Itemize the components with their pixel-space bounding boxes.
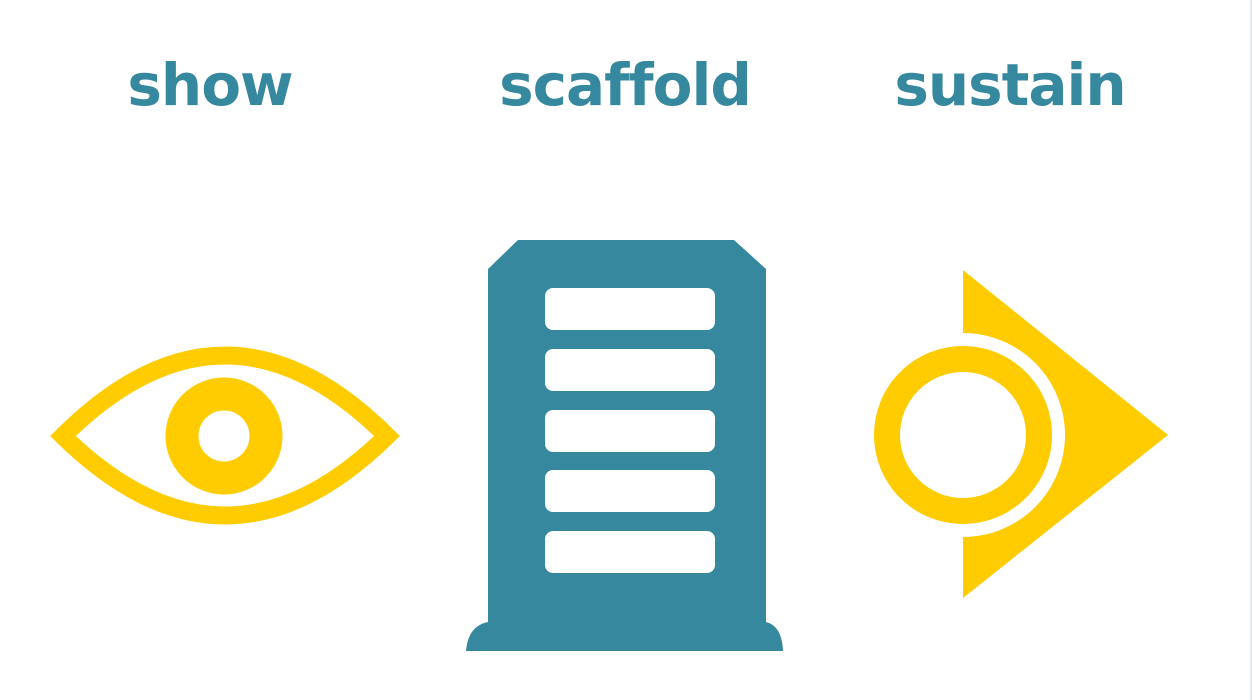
eye-outline bbox=[50, 346, 400, 525]
scaffold-slot-2 bbox=[545, 349, 715, 391]
scaffold-slot-1 bbox=[545, 288, 715, 330]
scaffold-tower-icon bbox=[466, 240, 783, 651]
scaffold-slot-4 bbox=[545, 470, 715, 512]
eye-iris bbox=[165, 377, 283, 495]
scaffold-slot-3 bbox=[545, 410, 715, 452]
right-edge-divider bbox=[1250, 0, 1252, 700]
sustain-heading: sustain bbox=[894, 51, 1126, 119]
scaffold-heading: scaffold bbox=[499, 51, 752, 119]
eye-icon bbox=[50, 346, 400, 525]
show-heading: show bbox=[127, 51, 293, 119]
scaffold-slot-5 bbox=[545, 531, 715, 573]
circle-with-forward-arrow-icon bbox=[861, 270, 1168, 598]
sustain-ring bbox=[874, 346, 1052, 524]
